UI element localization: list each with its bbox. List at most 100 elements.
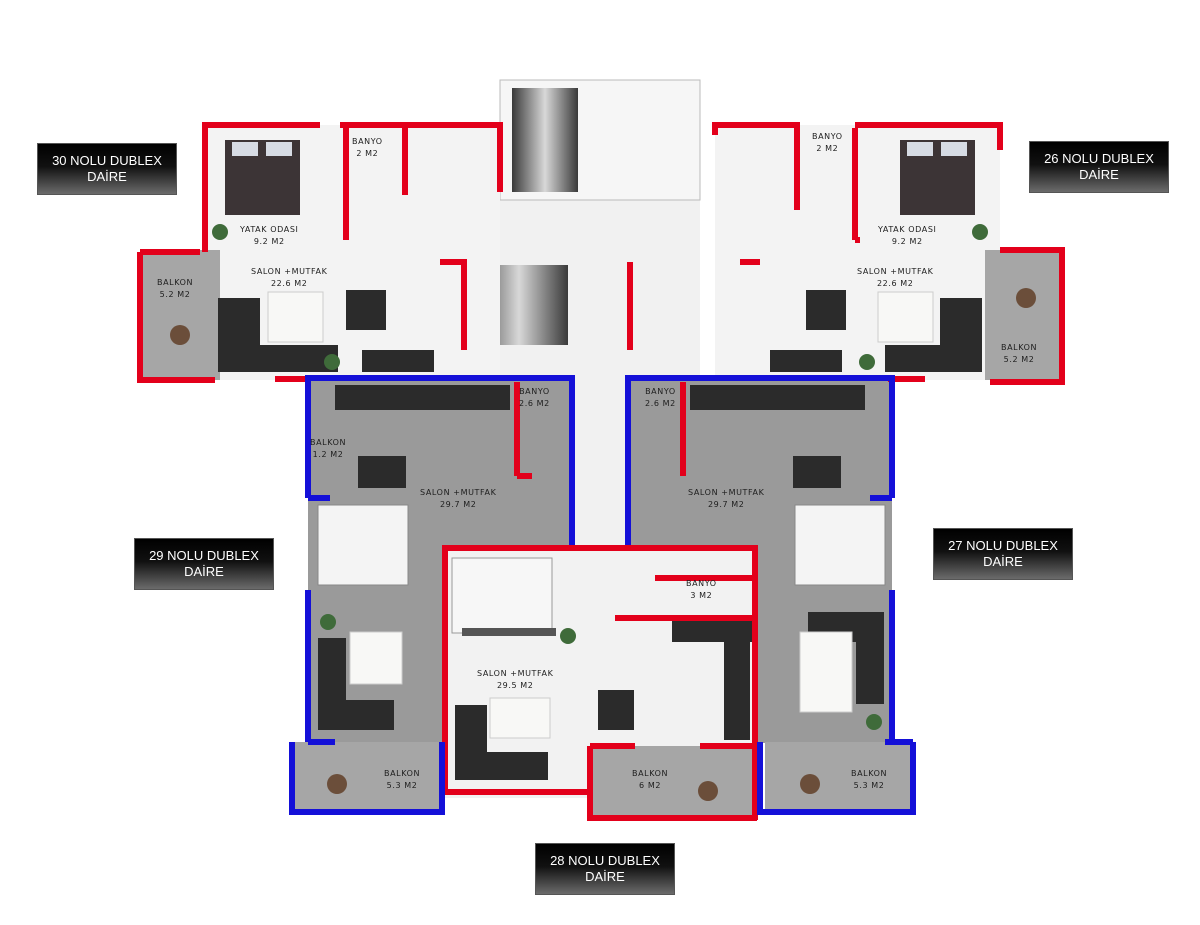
room-area: 6 M2	[639, 781, 662, 790]
unit30-balkon-floor	[140, 250, 220, 380]
room-area: 2.6 M2	[645, 399, 676, 408]
room-area: 3 M2	[690, 591, 713, 600]
room-name: BALKON	[851, 769, 888, 778]
room-area: 29.7 M2	[707, 500, 745, 509]
unit27-balkon-floor	[765, 742, 913, 810]
kitchen-counter	[770, 350, 842, 372]
room-name: BALKON	[632, 769, 669, 778]
unit-label-line1: 30 NOLU DUBLEX	[52, 153, 162, 168]
room-area: 22.6 M2	[876, 279, 914, 288]
room-name: BANYO	[686, 579, 717, 588]
kitchen-counter	[362, 350, 434, 372]
red-walls	[137, 122, 1065, 821]
unit-label-line2: DAİRE	[87, 169, 127, 184]
room-label-u30-balkon: BALKON 5.2 M2	[157, 277, 193, 301]
room-name: BANYO	[352, 137, 383, 146]
unit-label-line2: DAİRE	[184, 564, 224, 579]
unit-label-line2: DAİRE	[585, 869, 625, 884]
elevator-shaft-top	[512, 88, 578, 192]
sofa	[318, 700, 394, 730]
kitchen-counter	[690, 385, 865, 410]
unit28-stair	[451, 557, 553, 634]
room-area: 2.6 M2	[519, 399, 550, 408]
room-label-u26-yatak: YATAK ODASI 9.2 M2	[878, 224, 936, 248]
unit28-balkon-floor	[590, 746, 757, 818]
room-area: 5.3 M2	[853, 781, 885, 790]
rugs	[267, 291, 934, 739]
room-name: SALON +MUTFAK	[420, 488, 497, 497]
unit-label-30: 30 NOLU DUBLEX DAİRE	[37, 143, 177, 195]
unit-label-line1: 28 NOLU DUBLEX	[550, 853, 660, 868]
room-area: 29.5 M2	[496, 681, 534, 690]
room-label-u29-banyo: BANYO 2.6 M2	[519, 386, 550, 410]
unit-label-26: 26 NOLU DUBLEX DAİRE	[1029, 141, 1169, 193]
room-name: BALKON	[157, 278, 194, 287]
room-area: 2 M2	[816, 144, 839, 153]
room-label-u28-banyo: BANYO 3 M2	[686, 578, 717, 602]
blue-walls	[289, 375, 916, 815]
room-name: YATAK ODASI	[878, 225, 937, 234]
sofa	[218, 345, 338, 372]
plants	[212, 224, 988, 730]
room-name: BALKON	[384, 769, 421, 778]
dining-table	[806, 290, 846, 330]
unit-label-line2: DAİRE	[1079, 167, 1119, 182]
room-area: 2 M2	[356, 149, 379, 158]
unit26-balkon-floor	[985, 250, 1062, 380]
room-name: SALON +MUTFAK	[857, 267, 934, 276]
room-label-u28-balkon: BALKON 6 M2	[632, 768, 668, 792]
room-label-u29-balkon-small: BALKON 1.2 M2	[310, 437, 346, 461]
room-area: 1.2 M2	[312, 450, 344, 459]
room-label-u26-balkon: BALKON 5.2 M2	[1001, 342, 1037, 366]
unit-label-line2: DAİRE	[983, 554, 1023, 569]
room-area: 9.2 M2	[891, 237, 923, 246]
dining-table	[793, 456, 841, 488]
balcony-chairs	[170, 288, 1036, 801]
sofa	[455, 752, 548, 780]
room-name: YATAK ODASI	[240, 225, 299, 234]
room-area: 5.2 M2	[1003, 355, 1035, 364]
unit29-balkon-floor	[292, 742, 442, 810]
room-area: 5.2 M2	[159, 290, 191, 299]
room-name: BALKON	[1001, 343, 1038, 352]
room-area: 29.7 M2	[439, 500, 477, 509]
room-label-u30-salon: SALON +MUTFAK 22.6 M2	[251, 266, 327, 290]
stair-rail	[462, 628, 556, 636]
room-label-u30-yatak: YATAK ODASI 9.2 M2	[240, 224, 298, 248]
unit29-stair	[317, 504, 409, 586]
room-label-u27-banyo: BANYO 2.6 M2	[645, 386, 676, 410]
room-label-u27-salon: SALON +MUTFAK 29.7 M2	[688, 487, 764, 511]
room-name: SALON +MUTFAK	[688, 488, 765, 497]
room-label-u27-balkon: BALKON 5.3 M2	[851, 768, 887, 792]
room-name: SALON +MUTFAK	[477, 669, 554, 678]
kitchen-counter	[335, 385, 510, 410]
room-label-u26-salon: SALON +MUTFAK 22.6 M2	[857, 266, 933, 290]
room-label-u30-banyo: BANYO 2 M2	[352, 136, 383, 160]
room-name: BANYO	[645, 387, 676, 396]
room-label-u28-salon: SALON +MUTFAK 29.5 M2	[477, 668, 553, 692]
dining-table	[598, 690, 634, 730]
unit27-stair	[794, 504, 886, 586]
unit-label-28: 28 NOLU DUBLEX DAİRE	[535, 843, 675, 895]
room-label-u29-balkon: BALKON 5.3 M2	[384, 768, 420, 792]
sofa	[885, 345, 982, 372]
kitchen-counter	[672, 620, 752, 642]
room-name: BANYO	[812, 132, 843, 141]
room-name: SALON +MUTFAK	[251, 267, 328, 276]
room-name: BALKON	[310, 438, 347, 447]
room-area: 22.6 M2	[270, 279, 308, 288]
room-area: 9.2 M2	[253, 237, 285, 246]
dining-table	[358, 456, 406, 488]
room-name: BANYO	[519, 387, 550, 396]
unit-label-27: 27 NOLU DUBLEX DAİRE	[933, 528, 1073, 580]
kitchen-counter	[724, 642, 750, 740]
room-area: 5.3 M2	[386, 781, 418, 790]
unit-label-line1: 27 NOLU DUBLEX	[948, 538, 1058, 553]
dining-table	[346, 290, 386, 330]
furniture	[218, 140, 982, 780]
room-label-u26-banyo: BANYO 2 M2	[812, 131, 843, 155]
unit-label-line1: 29 NOLU DUBLEX	[149, 548, 259, 563]
room-label-u29-salon: SALON +MUTFAK 29.7 M2	[420, 487, 496, 511]
unit-label-line1: 26 NOLU DUBLEX	[1044, 151, 1154, 166]
